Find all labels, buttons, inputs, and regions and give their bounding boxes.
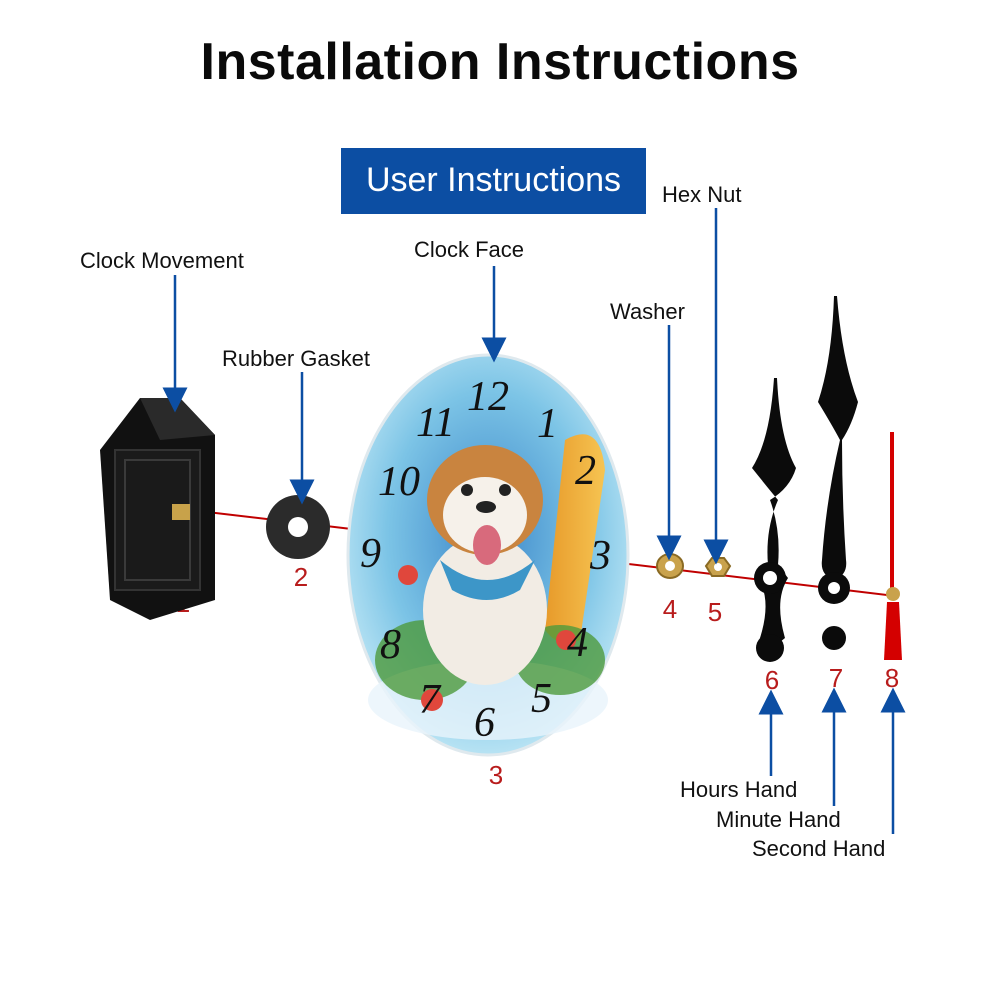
dial-6: 6 (474, 700, 495, 746)
washer (656, 553, 684, 579)
dial-10: 10 (378, 459, 420, 505)
number-2: 2 (293, 562, 309, 592)
number-8: 8 (884, 663, 900, 693)
label-clock-face: Clock Face (414, 237, 525, 262)
label-hours-hand: Hours Hand (680, 777, 798, 802)
number-5: 5 (707, 597, 723, 627)
hex-nut (704, 557, 732, 577)
label-second-hand: Second Hand (752, 836, 886, 861)
dial-3: 3 (589, 533, 611, 579)
clock-face: 12 1 2 3 4 5 6 7 8 9 10 11 (346, 353, 630, 757)
dial-12: 12 (467, 374, 509, 420)
hours-hand (752, 378, 796, 662)
clock-movement (100, 398, 215, 620)
label-clock-movement: Clock Movement (80, 248, 244, 273)
dial-7: 7 (419, 677, 442, 723)
dial-9: 9 (360, 531, 381, 577)
label-hex-nut: Hex Nut (662, 182, 742, 207)
number-3: 3 (488, 760, 504, 790)
user-instructions-badge: User Instructions (341, 148, 646, 214)
label-washer: Washer (610, 299, 685, 324)
dial-5: 5 (531, 676, 552, 722)
label-rubber-gasket: Rubber Gasket (222, 346, 370, 371)
number-6: 6 (764, 665, 780, 695)
dial-11: 11 (416, 400, 455, 446)
page-title: Installation Instructions (200, 33, 800, 91)
number-4: 4 (662, 594, 678, 624)
dial-8: 8 (380, 622, 401, 668)
label-minute-hand: Minute Hand (716, 807, 841, 832)
dial-1: 1 (537, 401, 558, 447)
rubber-gasket (266, 495, 330, 559)
number-7: 7 (828, 663, 844, 693)
dial-4: 4 (567, 620, 588, 666)
minute-hand (818, 296, 858, 650)
dial-2: 2 (575, 448, 596, 494)
second-hand (884, 432, 902, 660)
